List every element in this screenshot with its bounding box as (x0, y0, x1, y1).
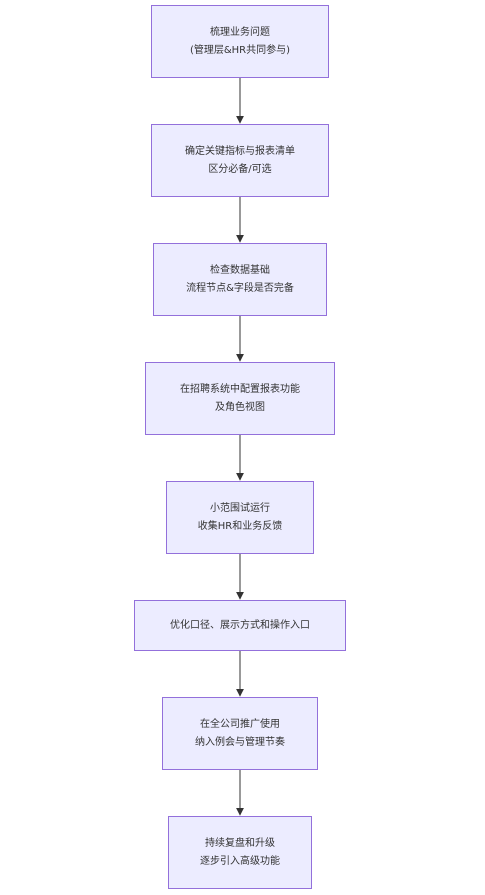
step-node-3: 检查数据基础 流程节点&字段是否完备 (153, 243, 327, 316)
step-node-5: 小范围试运行 收集HR和业务反馈 (166, 481, 314, 554)
step-node-7: 在全公司推广使用 纳入例会与管理节奏 (162, 697, 318, 770)
step-5-line-2: 收集HR和业务反馈 (197, 520, 283, 532)
step-4-line-2: 及角色视图 (215, 401, 265, 413)
step-5-line-1: 小范围试运行 (210, 502, 270, 514)
step-6-line-1: 优化口径、展示方式和操作入口 (170, 619, 310, 631)
step-2-line-2: 区分必备/可选 (208, 163, 272, 175)
step-4-line-1: 在招聘系统中配置报表功能 (180, 383, 300, 395)
step-7-line-1: 在全公司推广使用 (200, 718, 280, 730)
step-node-4: 在招聘系统中配置报表功能 及角色视图 (145, 362, 335, 435)
step-node-8: 持续复盘和升级 逐步引入高级功能 (168, 816, 312, 889)
step-3-line-2: 流程节点&字段是否完备 (186, 282, 294, 294)
step-node-6: 优化口径、展示方式和操作入口 (134, 600, 346, 651)
step-1-line-2: (管理层&HR共同参与) (189, 44, 291, 56)
step-node-1: 梳理业务问题 (管理层&HR共同参与) (151, 5, 329, 78)
step-8-line-1: 持续复盘和升级 (205, 837, 275, 849)
step-7-line-2: 纳入例会与管理节奏 (195, 736, 285, 748)
step-2-line-1: 确定关键指标与报表清单 (185, 145, 295, 157)
step-3-line-1: 检查数据基础 (210, 264, 270, 276)
step-8-line-2: 逐步引入高级功能 (200, 855, 280, 867)
step-1-line-1: 梳理业务问题 (210, 26, 270, 38)
step-node-2: 确定关键指标与报表清单 区分必备/可选 (151, 124, 329, 197)
